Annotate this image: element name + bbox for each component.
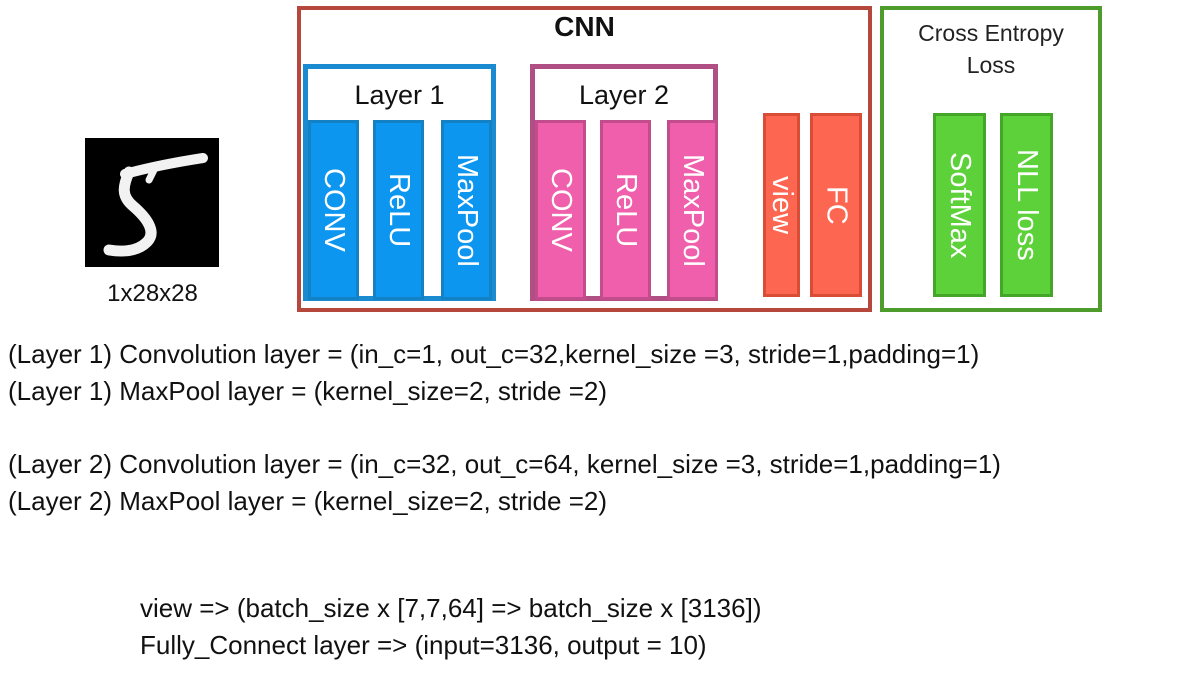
loss-title: Cross Entropy Loss (884, 17, 1098, 81)
layer1-maxpool-block: MaxPool (441, 120, 492, 300)
layer2-pool-description: (Layer 2) MaxPool layer = (kernel_size=2… (8, 486, 607, 516)
loss-title-line2: Loss (966, 52, 1016, 78)
view-block: view (763, 113, 800, 297)
input-digit-image (85, 138, 219, 267)
cnn-title: CNN (554, 11, 615, 42)
layer1-conv-label: CONV (318, 168, 350, 252)
view-description: view => (batch_size x [7,7,64] => batch_… (140, 593, 762, 623)
softmax-label: SoftMax (944, 151, 976, 259)
layer1-relu-block: ReLU (373, 120, 424, 300)
layer1-pool-description: (Layer 1) MaxPool layer = (kernel_size=2… (8, 376, 607, 406)
fc-description: Fully_Connect layer => (input=3136, outp… (140, 630, 707, 660)
fc-block: FC (810, 113, 862, 297)
loss-title-line1: Cross Entropy (918, 20, 1064, 46)
cnn-container (297, 6, 872, 312)
digit-five-glyph (103, 153, 208, 257)
layer1-conv-block: CONV (308, 120, 359, 300)
layer2-conv-description: (Layer 2) Convolution layer = (in_c=32, … (8, 449, 1001, 479)
layer2-conv-label: CONV (545, 168, 577, 252)
loss-container (880, 6, 1102, 312)
layer2-relu-label: ReLU (610, 172, 642, 248)
layer2-maxpool-block: MaxPool (667, 120, 718, 300)
layer1-maxpool-label: MaxPool (451, 153, 483, 267)
layer2-conv-block: CONV (535, 120, 586, 300)
layer1-label: Layer 1 (308, 69, 491, 121)
layer2-label: Layer 2 (535, 69, 713, 121)
nll-loss-label: NLL loss (1011, 149, 1043, 261)
layer2-relu-block: ReLU (600, 120, 651, 300)
nll-loss-block: NLL loss (1000, 113, 1053, 297)
softmax-block: SoftMax (933, 113, 986, 297)
layer2-group: Layer 2 (530, 64, 718, 301)
layer1-conv-description: (Layer 1) Convolution layer = (in_c=1, o… (8, 339, 980, 369)
fc-label: FC (820, 185, 853, 225)
layer1-relu-label: ReLU (383, 172, 415, 248)
layer2-maxpool-label: MaxPool (677, 153, 709, 267)
view-label: view (766, 175, 798, 234)
input-shape-caption: 1x28x28 (107, 280, 198, 307)
